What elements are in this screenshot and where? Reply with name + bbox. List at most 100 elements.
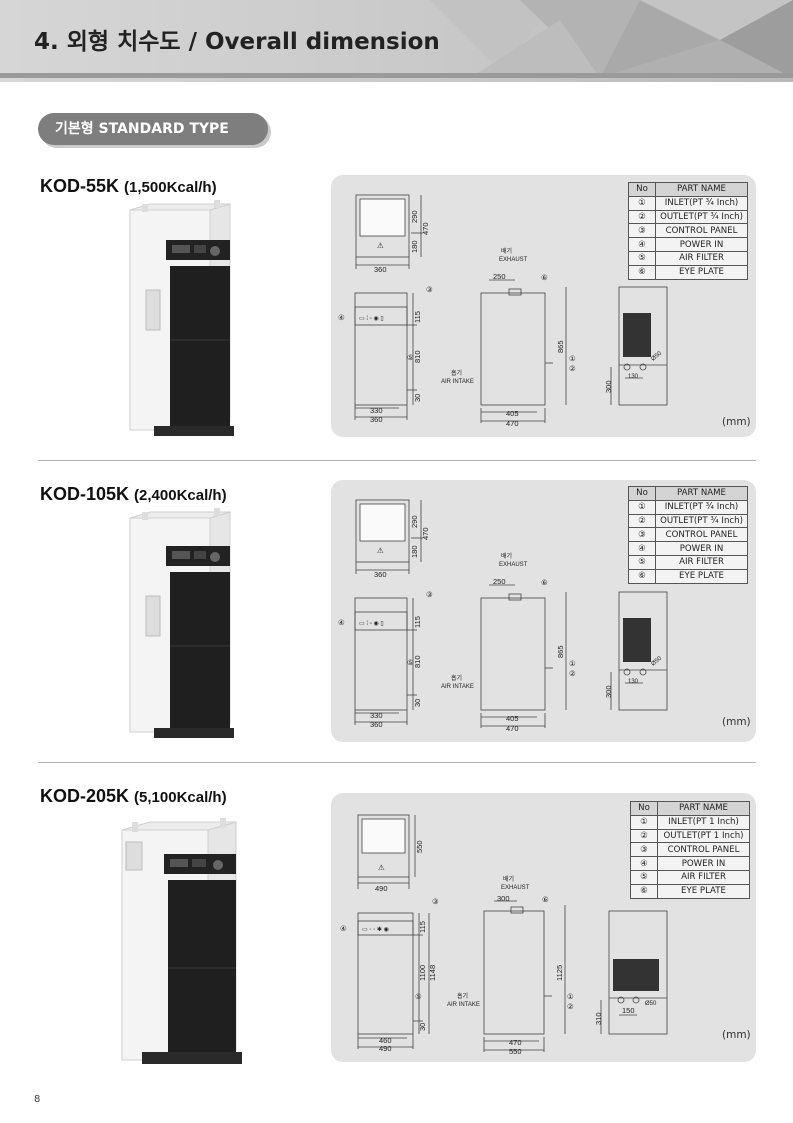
dimension-label: 115 bbox=[413, 311, 422, 323]
table-cell: CONTROL PANEL bbox=[655, 527, 748, 543]
dimension-label: 1100 bbox=[418, 965, 427, 981]
dimension-label: 130 bbox=[628, 374, 639, 380]
table-header-cell: No bbox=[630, 801, 658, 816]
dimension-label: 115 bbox=[413, 616, 422, 628]
dimension-label: Ø50 bbox=[650, 655, 663, 667]
dimension-label: 470 bbox=[506, 419, 519, 428]
dimension-label: 360 bbox=[370, 720, 383, 729]
dimension-label: 330 bbox=[370, 406, 383, 415]
dimension-label: 흡기 bbox=[451, 369, 462, 377]
dimension-label: ▭ ◦ ◦ ✱ ◉ bbox=[362, 926, 389, 933]
dimension-label: ⑤ bbox=[407, 658, 414, 667]
section-divider bbox=[38, 460, 756, 461]
dimension-label: EXHAUST bbox=[501, 885, 530, 891]
dimension-label: 550 bbox=[509, 1047, 522, 1056]
table-cell: ⑤ bbox=[630, 869, 658, 885]
dimension-drawing-panel: ⚠ 360 290 180 470 ▭ ⁞ ▫ ◉ ▯ 330 360 115 … bbox=[331, 175, 756, 437]
dimension-label: 1148 bbox=[428, 965, 437, 981]
dimension-label: 배기 bbox=[501, 247, 512, 255]
header-background-graphic bbox=[430, 0, 793, 78]
table-cell: ⑤ bbox=[628, 554, 656, 570]
table-cell: ② bbox=[628, 513, 656, 529]
model-name: KOD-205K bbox=[40, 786, 130, 806]
dimension-label: Ø50 bbox=[645, 1001, 657, 1007]
dimension-label: ▭ ⁞ ▫ ◉ ▯ bbox=[359, 621, 384, 627]
dimension-label: 550 bbox=[415, 840, 424, 853]
dimension-label: 115 bbox=[418, 921, 427, 933]
page-number: 8 bbox=[34, 1094, 41, 1105]
page-header: 4. 외형 치수도 / Overall dimension bbox=[0, 0, 793, 82]
dimension-label: Ø50 bbox=[650, 350, 663, 362]
dimension-label: ④ bbox=[340, 924, 347, 933]
dimension-label: ③ bbox=[432, 897, 439, 906]
dimension-label: 250 bbox=[493, 272, 506, 281]
dimension-label: EXHAUST bbox=[499, 257, 528, 263]
table-header-cell: PART NAME bbox=[655, 182, 748, 197]
dimension-label: ⑥ bbox=[541, 273, 548, 282]
table-cell: ⑥ bbox=[630, 883, 658, 899]
table-cell: CONTROL PANEL bbox=[657, 842, 750, 858]
unit-label: (mm) bbox=[722, 1029, 751, 1041]
table-cell: AIR FILTER bbox=[655, 250, 748, 266]
dimension-label: ② bbox=[569, 364, 576, 373]
table-cell: ④ bbox=[628, 541, 656, 556]
dimension-label: 310 bbox=[594, 1012, 603, 1025]
dimension-label: 470 bbox=[421, 527, 430, 540]
section-divider bbox=[38, 762, 756, 763]
table-cell: ④ bbox=[628, 237, 656, 252]
table-cell: AIR FILTER bbox=[655, 554, 748, 570]
dimension-label: 300 bbox=[604, 380, 613, 393]
unit-label: (mm) bbox=[722, 416, 751, 428]
table-cell: OUTLET(PT ¾ Inch) bbox=[655, 209, 748, 225]
dimension-label: 300 bbox=[604, 685, 613, 698]
dimension-label: 865 bbox=[556, 645, 565, 658]
product-photo-kod-55k bbox=[129, 200, 234, 436]
dimension-label: ① bbox=[567, 992, 574, 1001]
dimension-label: 흡기 bbox=[457, 992, 468, 1000]
dimension-label: 470 bbox=[421, 222, 430, 235]
unit-label: (mm) bbox=[722, 716, 751, 728]
dimension-label: 흡기 bbox=[451, 674, 462, 682]
dimension-label: ① bbox=[569, 659, 576, 668]
model-name: KOD-55K bbox=[40, 176, 120, 196]
table-cell: ① bbox=[630, 814, 658, 830]
dimension-label: 30 bbox=[413, 699, 422, 707]
dimension-label: ▭ ⁞ ▫ ◉ ▯ bbox=[359, 316, 384, 322]
table-cell: INLET(PT ¾ Inch) bbox=[655, 499, 748, 515]
dimension-label: ③ bbox=[426, 590, 433, 599]
dimension-label: 130 bbox=[628, 679, 639, 685]
dimension-label: 360 bbox=[374, 570, 387, 579]
model-name: KOD-105K bbox=[40, 484, 130, 504]
dimension-label: ⑤ bbox=[407, 353, 414, 362]
dimension-label: 460 bbox=[379, 1036, 392, 1045]
dimension-label: ③ bbox=[426, 285, 433, 294]
dimension-label: 1125 bbox=[555, 965, 564, 981]
table-cell: ③ bbox=[628, 223, 656, 239]
dimension-label: ⚠ bbox=[378, 863, 385, 872]
dimension-label: 865 bbox=[556, 340, 565, 353]
dimension-drawing-panel: ⚠ 490 550 ▭ ◦ ◦ ✱ ◉ 460 490 115 1100 114… bbox=[331, 793, 756, 1062]
model-title: KOD-105K (2,400Kcal/h) bbox=[40, 484, 227, 505]
dimension-label: ④ bbox=[338, 313, 345, 322]
table-header-cell: PART NAME bbox=[655, 486, 748, 501]
table-cell: INLET(PT ¾ Inch) bbox=[655, 195, 748, 211]
model-capacity: (1,500Kcal/h) bbox=[124, 179, 217, 196]
dimension-label: 배기 bbox=[501, 552, 512, 560]
dimension-label: 490 bbox=[375, 884, 388, 893]
dimension-label: 405 bbox=[506, 409, 519, 418]
dimension-label: 360 bbox=[374, 265, 387, 274]
